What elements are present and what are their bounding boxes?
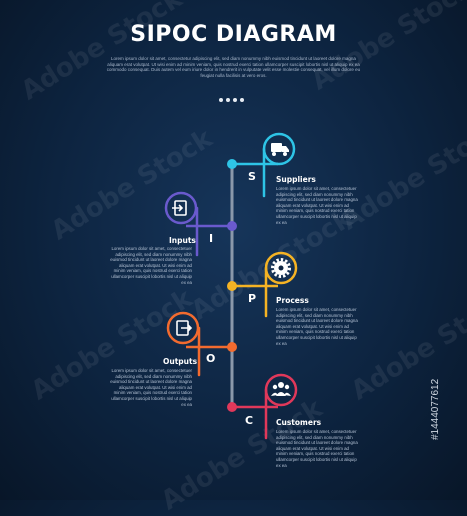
login-icon — [172, 200, 187, 216]
heading-process: Process — [276, 296, 309, 305]
desc-outputs: Lorem ipsum dolor sit amet, consectetuer… — [110, 368, 192, 407]
sipoc-diagram: S I P O — [164, 132, 298, 440]
timeline-node — [227, 221, 237, 231]
logout-icon — [176, 320, 193, 336]
letter-o: O — [206, 352, 215, 365]
letter-p: P — [248, 292, 256, 305]
step-suppliers: S — [227, 132, 296, 198]
truck-icon — [271, 143, 289, 156]
gear-icon — [271, 258, 291, 278]
heading-customers: Customers — [276, 418, 322, 427]
step-process: P — [227, 251, 298, 318]
timeline-node — [227, 281, 237, 291]
heading-outputs: Outputs — [163, 357, 198, 366]
stock-id: #1444077612 — [430, 378, 441, 440]
people-icon — [271, 382, 291, 396]
timeline-node — [227, 159, 237, 169]
step-customers: C — [227, 373, 298, 440]
desc-customers: Lorem ipsum dolor sit amet, consectetuer… — [276, 429, 358, 468]
page-subtitle: Lorem ipsum dolor sit amet, consectetur … — [106, 56, 361, 78]
letter-c: C — [245, 414, 253, 427]
page-title: SIPOC DIAGRAM — [130, 22, 337, 47]
desc-inputs: Lorem ipsum dolor sit amet, consectetuer… — [110, 246, 192, 285]
heading-suppliers: Suppliers — [276, 175, 316, 184]
heading-inputs: Inputs — [169, 236, 196, 245]
letter-s: S — [248, 170, 256, 183]
step-outputs: O — [166, 311, 237, 377]
pagination-dots — [219, 89, 249, 102]
step-inputs: I — [164, 191, 237, 257]
timeline-node — [227, 342, 237, 352]
desc-process: Lorem ipsum dolor sit amet, consectetuer… — [276, 307, 358, 346]
desc-suppliers: Lorem ipsum dolor sit amet, consectetuer… — [276, 186, 358, 225]
timeline-node — [227, 402, 237, 412]
letter-i: I — [209, 232, 213, 245]
